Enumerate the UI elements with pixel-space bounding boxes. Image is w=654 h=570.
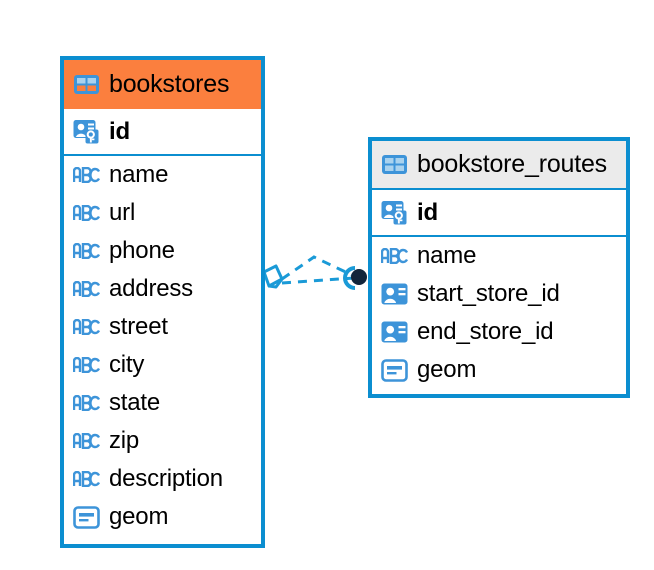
- field-row-address[interactable]: address: [64, 270, 261, 308]
- field-label: end_store_id: [417, 318, 554, 345]
- field-label: city: [109, 351, 145, 378]
- text-abc-icon: [381, 248, 408, 264]
- text-abc-icon: [73, 205, 100, 221]
- foreign-key-icon: [381, 321, 408, 343]
- field-label: id: [417, 198, 438, 226]
- field-row-street[interactable]: street: [64, 308, 261, 346]
- primary-key-icon: [381, 199, 408, 226]
- field-label: state: [109, 389, 161, 416]
- geometry-icon: [381, 358, 408, 382]
- field-label: zip: [109, 427, 140, 454]
- table-icon: [73, 74, 100, 95]
- entity-title: bookstore_routes: [417, 150, 607, 178]
- field-row-state[interactable]: state: [64, 384, 261, 422]
- field-label: street: [109, 313, 168, 340]
- field-label: geom: [417, 356, 477, 383]
- primary-key-icon: [73, 118, 100, 145]
- relationship-line-upper: [281, 255, 355, 281]
- field-row-id[interactable]: id: [372, 190, 626, 237]
- text-abc-icon: [73, 395, 100, 411]
- field-label: description: [109, 465, 223, 492]
- relationship-connector[interactable]: [252, 243, 372, 313]
- foreign-key-icon: [381, 283, 408, 305]
- table-icon: [381, 154, 408, 175]
- field-row-name[interactable]: name: [64, 156, 261, 194]
- field-row-start-store-id[interactable]: start_store_id: [372, 275, 626, 313]
- field-label: geom: [109, 503, 169, 530]
- diamond-marker: [262, 264, 284, 289]
- field-row-end-store-id[interactable]: end_store_id: [372, 313, 626, 351]
- field-label: address: [109, 275, 193, 302]
- entity-header-bookstores[interactable]: bookstores: [64, 60, 261, 109]
- text-abc-icon: [73, 167, 100, 183]
- text-abc-icon: [73, 433, 100, 449]
- filled-circle-marker: [343, 266, 367, 290]
- entity-header-bookstore-routes[interactable]: bookstore_routes: [372, 141, 626, 190]
- text-abc-icon: [73, 319, 100, 335]
- text-abc-icon: [73, 357, 100, 373]
- geometry-icon: [73, 505, 100, 529]
- field-row-id[interactable]: id: [64, 109, 261, 156]
- field-row-geom[interactable]: geom: [64, 498, 261, 536]
- field-label: name: [417, 242, 477, 269]
- text-abc-icon: [73, 243, 100, 259]
- field-label: name: [109, 161, 169, 188]
- field-row-description[interactable]: description: [64, 460, 261, 498]
- relationship-line-lower: [281, 276, 355, 285]
- field-row-phone[interactable]: phone: [64, 232, 261, 270]
- text-abc-icon: [73, 471, 100, 487]
- field-label: phone: [109, 237, 175, 264]
- field-label: start_store_id: [417, 280, 560, 307]
- text-abc-icon: [73, 281, 100, 297]
- field-row-geom[interactable]: geom: [372, 351, 626, 389]
- field-label: id: [109, 117, 130, 145]
- entity-title: bookstores: [109, 70, 230, 98]
- entity-bookstores[interactable]: bookstores id: [60, 56, 265, 548]
- field-row-zip[interactable]: zip: [64, 422, 261, 460]
- field-row-city[interactable]: city: [64, 346, 261, 384]
- field-label: url: [109, 199, 136, 226]
- field-row-url[interactable]: url: [64, 194, 261, 232]
- field-row-name[interactable]: name: [372, 237, 626, 275]
- entity-bookstore-routes[interactable]: bookstore_routes id: [368, 137, 630, 398]
